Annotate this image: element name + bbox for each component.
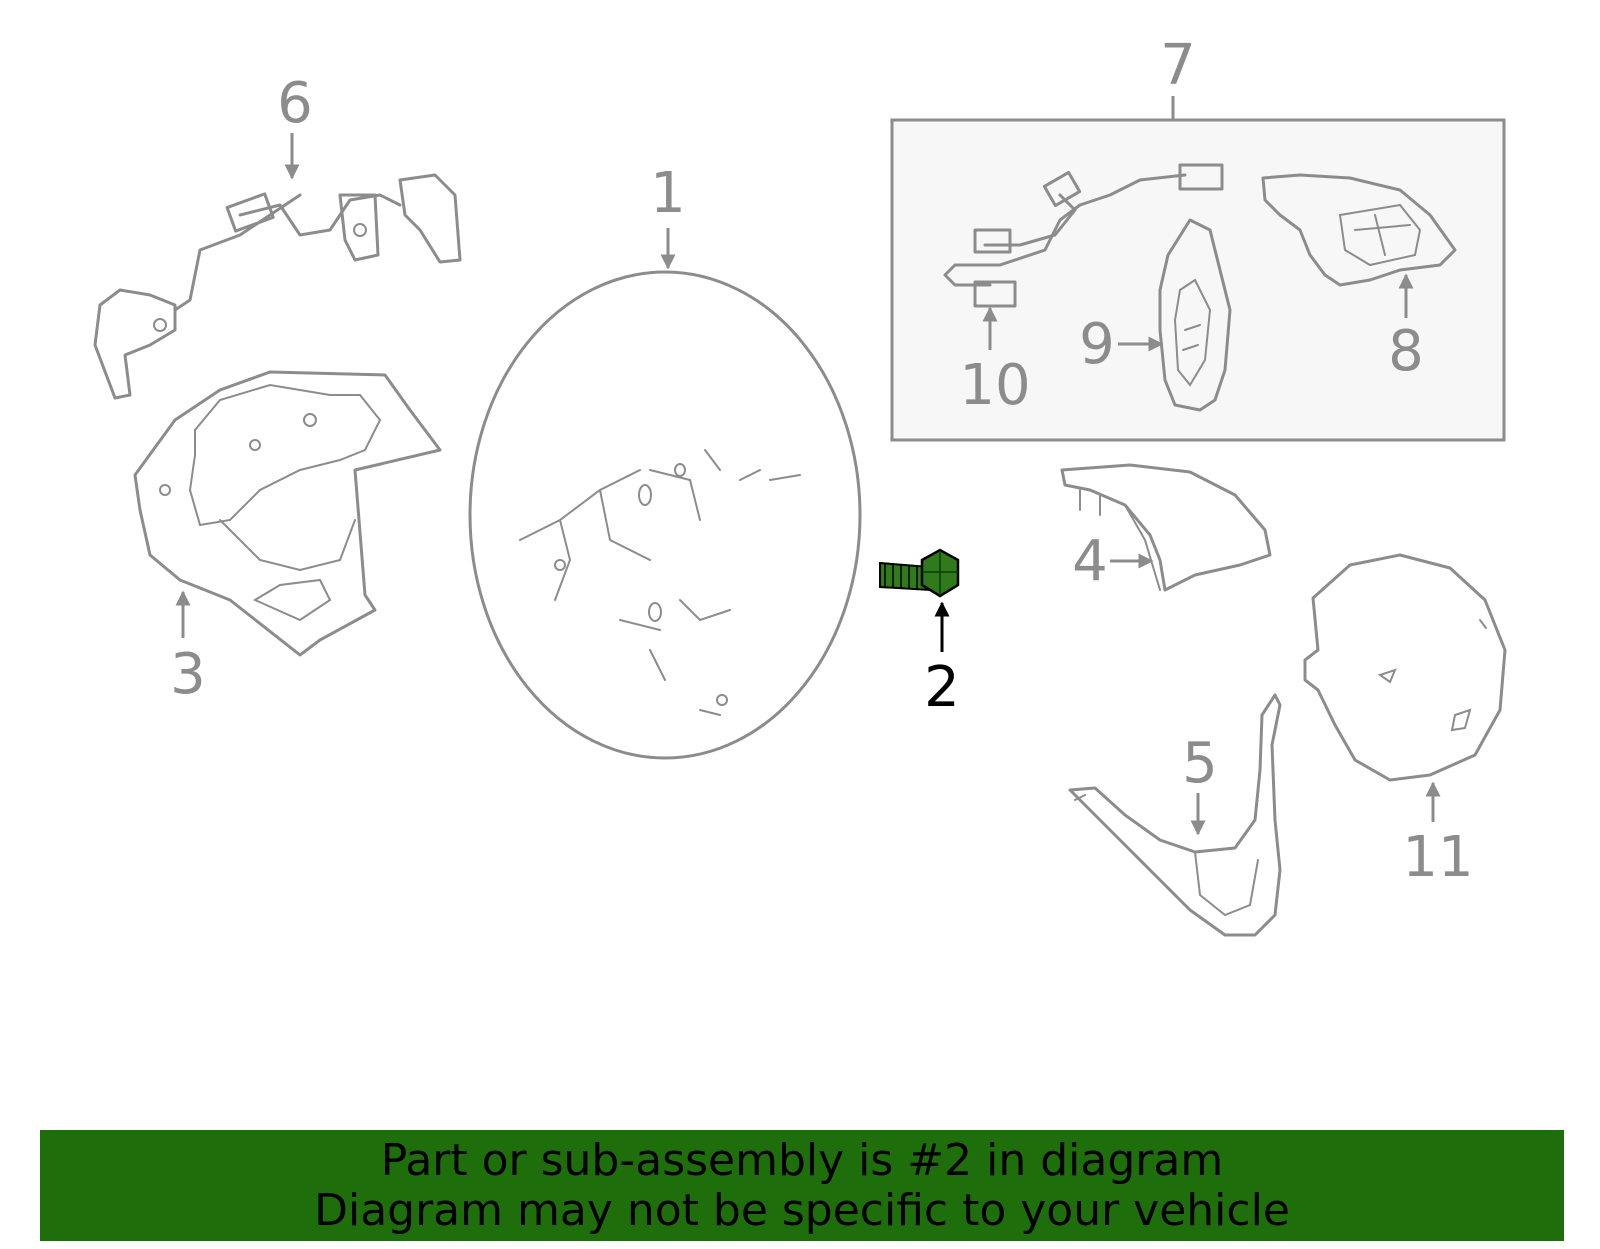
leader-lines bbox=[175, 96, 1441, 836]
callout-2: 2 bbox=[924, 655, 960, 720]
callout-9: 9 bbox=[1079, 312, 1115, 377]
part-2-bolt[interactable] bbox=[879, 548, 960, 598]
callout-4: 4 bbox=[1072, 529, 1108, 594]
callout-3: 3 bbox=[170, 642, 206, 707]
info-banner: Part or sub-assembly is #2 in diagram Di… bbox=[40, 1130, 1564, 1241]
part-11-horn-pad[interactable] bbox=[1303, 553, 1507, 782]
callout-6: 6 bbox=[277, 71, 313, 136]
callout-11: 11 bbox=[1402, 825, 1473, 890]
part-4-cover[interactable] bbox=[1060, 463, 1272, 592]
part-10-wire-harness[interactable] bbox=[943, 163, 1224, 308]
part-9-left-switch[interactable] bbox=[1158, 218, 1232, 412]
part-5-lower-bezel[interactable] bbox=[1068, 693, 1282, 937]
part-1-airbag[interactable] bbox=[468, 270, 862, 760]
callout-1: 1 bbox=[650, 161, 686, 226]
callout-7: 7 bbox=[1160, 33, 1196, 98]
callout-10: 10 bbox=[959, 353, 1030, 418]
banner-line-1: Part or sub-assembly is #2 in diagram bbox=[380, 1135, 1224, 1186]
callout-8: 8 bbox=[1388, 319, 1424, 384]
callout-5: 5 bbox=[1182, 731, 1218, 796]
banner-line-2: Diagram may not be specific to your vehi… bbox=[314, 1185, 1290, 1236]
part-8-right-switch[interactable] bbox=[1261, 173, 1457, 287]
part-3-rear-cover[interactable] bbox=[133, 370, 442, 657]
part-6-paddle-harness[interactable] bbox=[93, 173, 462, 400]
